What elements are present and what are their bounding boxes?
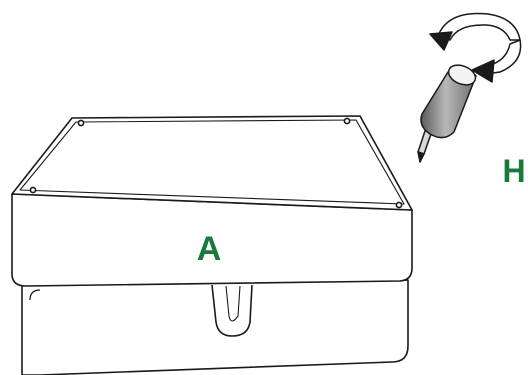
rotate-arrow-upper — [437, 12, 521, 41]
screw-hole-back-left — [77, 119, 85, 127]
screw-hole-back-right — [343, 117, 351, 125]
screwdriver-tip — [417, 151, 425, 163]
label-h: H — [502, 153, 525, 189]
label-a: A — [197, 230, 222, 268]
screw-hole-front-left — [29, 186, 37, 194]
screwdriver-icon — [417, 64, 477, 163]
rotate-arrows-icon — [429, 12, 522, 83]
box-lower-body — [21, 279, 409, 375]
screwdriver-h — [417, 12, 522, 163]
rotate-arrowhead-upper — [429, 31, 453, 51]
box-lid-top — [11, 115, 413, 211]
box-lid-side — [11, 193, 413, 287]
box-bottom-edge — [29, 289, 41, 301]
screw-hole-front-right — [395, 201, 403, 209]
box-latch — [211, 284, 253, 337]
box-a — [11, 115, 413, 375]
box-lid-bevel — [19, 119, 405, 205]
rotate-arrowhead-lower — [471, 59, 495, 83]
screwdriver-cap — [447, 64, 477, 86]
box-latch-inner — [225, 285, 241, 322]
